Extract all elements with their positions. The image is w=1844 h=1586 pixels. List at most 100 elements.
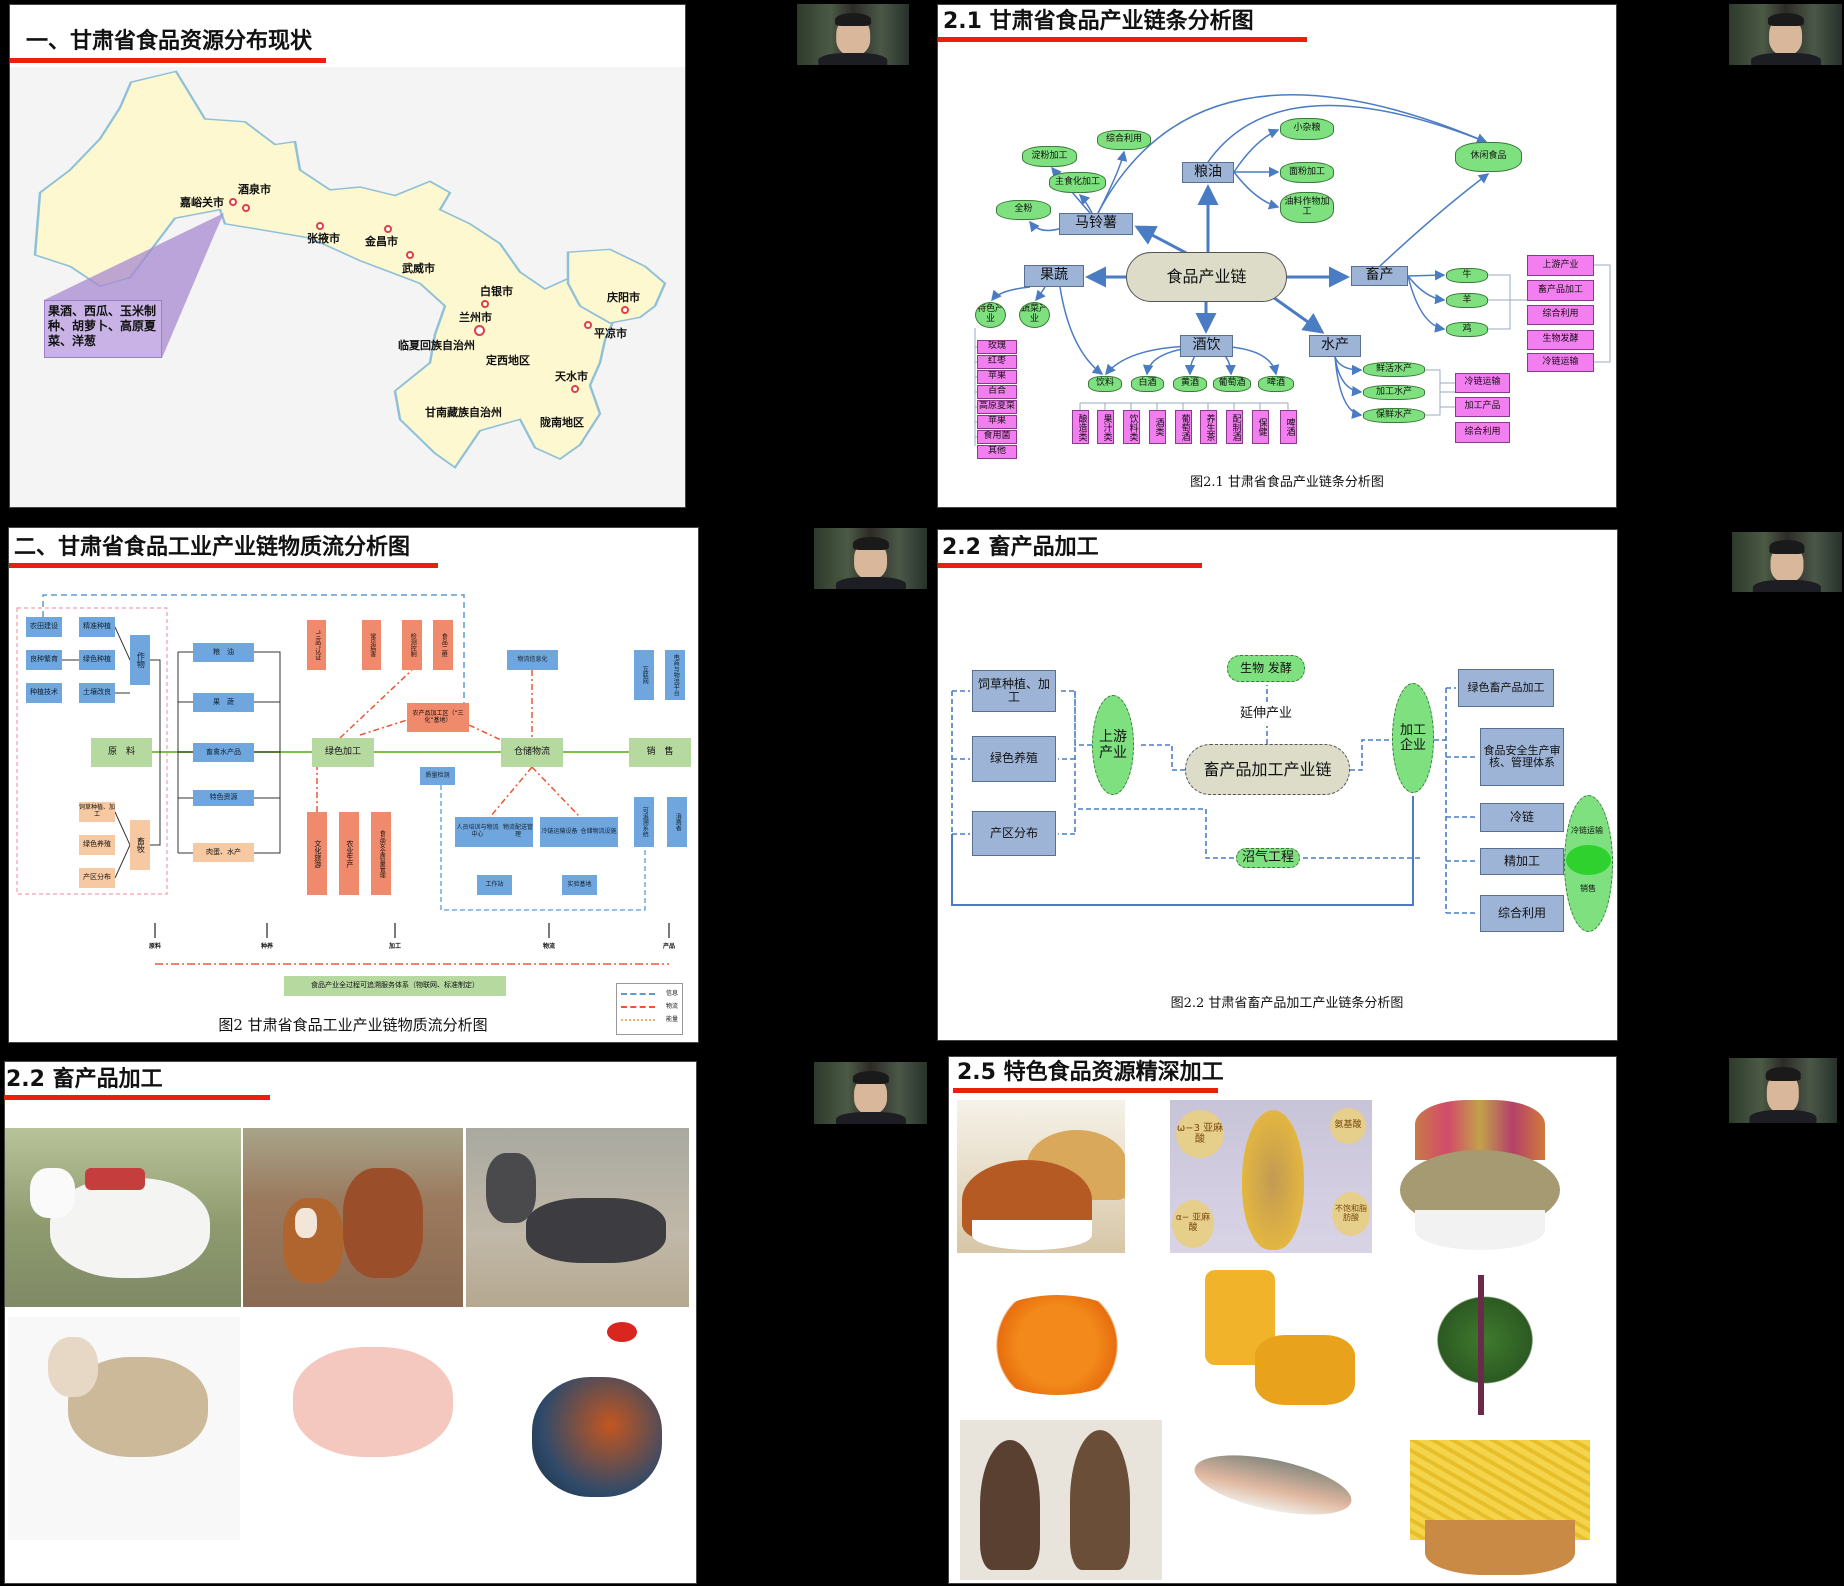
fruit-list-item: 高原夏菜	[977, 400, 1017, 414]
flow-node: 种植技术	[26, 683, 62, 703]
slide-title: 2.2 畜产品加工	[6, 1067, 163, 1092]
flow-node: 农产品加工区（“三化”基地）	[407, 703, 469, 732]
flow-node-label: 物流配送管理	[503, 824, 533, 838]
flax-label: α− 亚麻酸	[1172, 1200, 1214, 1248]
city-label: 酒泉市	[238, 183, 271, 196]
downstream-item: 综合利用	[1480, 895, 1564, 932]
hub-aquatic: 水产	[1309, 335, 1361, 357]
sea-buckthorn-photo	[962, 1265, 1155, 1420]
flow-node: 绿色种植	[79, 650, 115, 670]
cattle-photo	[243, 1128, 463, 1307]
traceability-box: 食品产业全过程可追溯服务体系（物联网、标准制定）	[284, 976, 506, 996]
flow-node: 质量检测	[420, 767, 455, 785]
livestock-connectors	[951, 685, 1478, 914]
grain-node: 小杂粮	[1280, 118, 1334, 140]
livestock-pink-node: 综合利用	[1527, 305, 1594, 325]
city-marker	[406, 251, 414, 259]
fruit-list-item: 苹果	[977, 415, 1017, 429]
flow-node: 饲草种植、加工	[79, 802, 115, 822]
flow-node: 检测控制	[402, 620, 422, 670]
stage-label: 加工	[389, 943, 402, 950]
flow-node: 消费者	[667, 797, 687, 847]
livestock-pink-node: 畜产品加工	[1527, 280, 1594, 301]
participant-video-thumbnail[interactable]	[797, 4, 909, 65]
flow-main-node: 原 料	[91, 738, 152, 767]
city-label: 甘南藏族自治州	[425, 406, 502, 419]
potato-node: 主食化加工	[1049, 172, 1106, 193]
flow-node: 食品安全质量管理	[371, 812, 391, 895]
drink-product: 酒类	[1149, 410, 1166, 444]
flow-node: 精准种植	[79, 617, 115, 637]
flow-main-node: 绿色加工	[312, 738, 374, 767]
chain-connectors	[974, 94, 1611, 446]
livestock-pink-node: 冷链运输	[1527, 353, 1594, 372]
flow-main-node: 销 售	[629, 738, 691, 767]
hub-drinks: 酒饮	[1180, 335, 1233, 357]
fruit-list-item: 红枣	[977, 355, 1017, 369]
flaxseed-oil-photo: ω−3 亚麻酸 氨基酸 α− 亚麻酸 不饱和脂肪酸	[1170, 1100, 1372, 1253]
title-underline	[953, 1088, 1218, 1093]
participant-video-thumbnail[interactable]	[1729, 1058, 1837, 1123]
title-underline	[10, 58, 326, 63]
fruit-list-item: 食用菌	[977, 430, 1017, 444]
drink-node: 啤酒	[1258, 376, 1294, 392]
city-marker	[481, 300, 489, 308]
legend-label: 信息	[665, 990, 678, 997]
flow-node: 农田建设	[26, 617, 62, 637]
biogas-node: 沼气工程	[1236, 848, 1300, 868]
figure-caption: 图2 甘肃省食品工业产业链物质流分析图	[218, 1016, 488, 1034]
participant-video-thumbnail[interactable]	[814, 528, 927, 589]
livestock-pink-node: 生物发酵	[1527, 330, 1594, 350]
participant-video-thumbnail[interactable]	[1729, 4, 1842, 65]
city-label: 白银市	[480, 285, 513, 298]
yak-photo	[5, 1128, 241, 1307]
distribution-label: 销售	[1580, 884, 1596, 893]
downstream-item: 精加工	[1480, 848, 1564, 875]
title-underline	[4, 1095, 270, 1100]
title-underline	[938, 563, 1202, 568]
flow-node: 农业生产	[339, 812, 359, 895]
city-label: 陇南地区	[540, 416, 584, 429]
city-label: 定西地区	[486, 354, 530, 367]
millet-photo	[957, 1100, 1125, 1253]
flow-node: 良种繁育	[26, 650, 62, 670]
slide-title: 二、甘肃省食品工业产业链物质流分析图	[14, 535, 411, 560]
donkey-photo	[466, 1128, 689, 1307]
flow-node-label: 仓储物流设施	[580, 827, 617, 835]
flax-label: ω−3 亚麻酸	[1176, 1110, 1224, 1158]
callout-wedge	[44, 213, 224, 358]
figure-caption: 图2.2 甘肃省畜产品加工产业链条分析图	[1170, 996, 1404, 1011]
flow-node: 人员培训与物流中心物流配送管理	[455, 817, 533, 847]
aquatic-node: 保鲜水产	[1363, 408, 1425, 423]
downstream-item: 冷链	[1480, 803, 1564, 832]
upstream-item: 绿色养殖	[972, 736, 1056, 782]
flow-node-label: 人员培训与物流中心	[456, 824, 499, 838]
city-marker	[242, 204, 250, 212]
grain-node: 面粉加工	[1280, 162, 1334, 183]
flow-node: 作物	[130, 635, 150, 685]
upstream-node: 上游产业	[1092, 695, 1134, 795]
flow-node: 果 蔬	[193, 693, 254, 712]
city-marker	[474, 325, 485, 336]
drink-product: 配制酒	[1226, 410, 1243, 444]
participant-video-thumbnail[interactable]	[1732, 532, 1842, 592]
city-label: 金昌市	[365, 235, 398, 248]
drink-product: 果汁类	[1097, 410, 1114, 444]
city-label: 临夏回族自治州	[398, 339, 475, 352]
center-node: 食品产业链	[1126, 252, 1287, 302]
flow-node: 畜牧	[130, 820, 150, 870]
hub-potato: 马铃薯	[1059, 213, 1133, 235]
stage-label: 原料	[149, 943, 162, 950]
livestock-node: 牛	[1446, 268, 1488, 283]
gansu-map	[33, 70, 667, 469]
city-label: 嘉峪关市	[180, 196, 224, 209]
upstream-item: 饲草种植、加工	[972, 670, 1056, 712]
perilla-photo	[1410, 1265, 1560, 1420]
title-underline	[938, 37, 1307, 42]
distribution-label: 冷链运输	[1571, 826, 1603, 835]
participant-video-thumbnail[interactable]	[814, 1062, 927, 1124]
city-label: 武威市	[402, 262, 435, 275]
slide-material-flow	[8, 527, 699, 1043]
flow-node: 冷链运输设备仓储物流设施	[540, 817, 618, 847]
title-underline	[9, 563, 438, 568]
